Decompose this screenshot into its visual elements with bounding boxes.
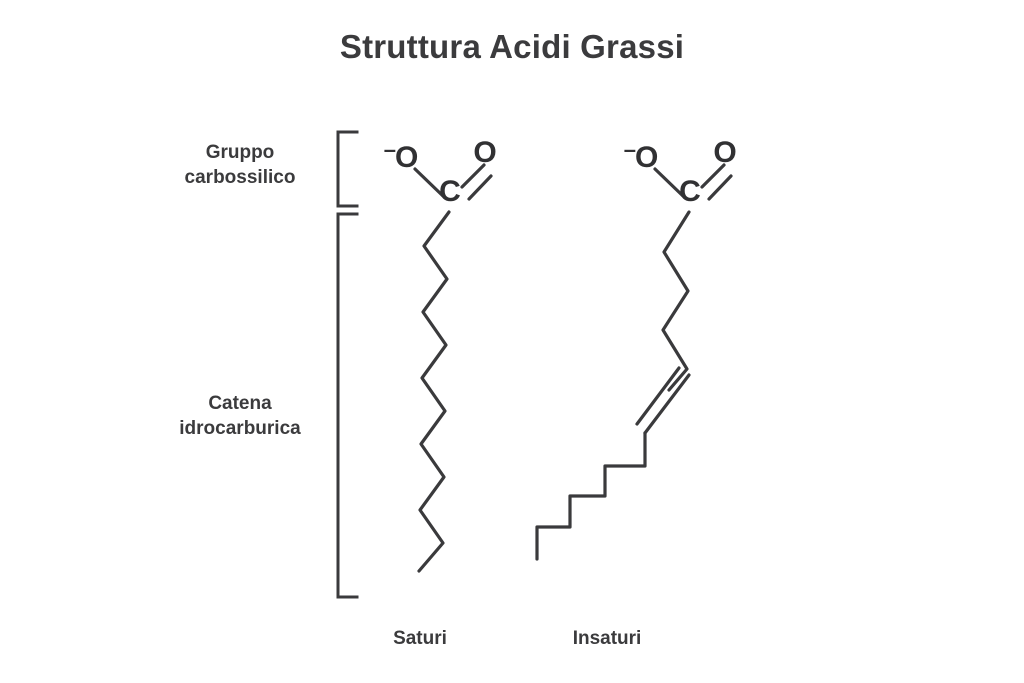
unsaturated-fatty-acid-structure (535, 163, 733, 561)
unsaturated-upper-zigzag (661, 210, 691, 392)
label-carboxyl-group-line2: carbossilico (184, 167, 296, 189)
unsaturated-oxygen-anion-atom: –O (613, 137, 669, 175)
saturated-oxygen-anion-charge: – (383, 137, 396, 162)
page-title: Struttura Acidi Grassi (339, 28, 685, 65)
label-unsaturated: Insaturi (572, 628, 642, 649)
bond-carbonyl-outer (700, 163, 726, 189)
cis-double-bond-outer (643, 373, 691, 435)
unsaturated-oxygen-anion-charge: – (623, 137, 636, 162)
label-carboxyl-group: Gruppo carbossilico (155, 140, 325, 190)
saturated-carbonyl-oxygen-atom: O (473, 136, 497, 169)
unsaturated-carbonyl-oxygen-atom: O (713, 136, 737, 169)
unsaturated-carbon-atom: C (679, 175, 701, 208)
cis-double-bond-inner (635, 366, 681, 426)
saturated-oxygen-anion-symbol: O (394, 141, 419, 174)
bond-carbonyl-inner (707, 174, 733, 201)
saturated-carbon-atom: C (439, 175, 461, 208)
bond-carbonyl-outer (460, 163, 486, 189)
bond-oxygen-anion-carbon (653, 167, 685, 198)
label-hydrocarbon-chain: Catena idrocarburica (150, 391, 330, 441)
saturated-hydrocarbon-zigzag (417, 210, 451, 573)
label-carboxyl-group-line1: Gruppo (205, 142, 275, 163)
label-saturated: Saturi (393, 628, 447, 649)
bond-carbonyl-inner (467, 174, 493, 201)
bracket-carboxyl-group (336, 130, 359, 208)
unsaturated-oxygen-anion-symbol: O (634, 141, 659, 174)
saturated-fatty-acid-structure (413, 163, 493, 573)
unsaturated-lower-staircase (535, 431, 647, 561)
bracket-hydrocarbon-chain (336, 212, 359, 599)
bond-oxygen-anion-carbon (413, 167, 445, 198)
saturated-oxygen-anion-atom: –O (373, 137, 429, 175)
label-hydrocarbon-chain-line2: idrocarburica (179, 418, 301, 440)
label-hydrocarbon-chain-line1: Catena (208, 393, 272, 414)
